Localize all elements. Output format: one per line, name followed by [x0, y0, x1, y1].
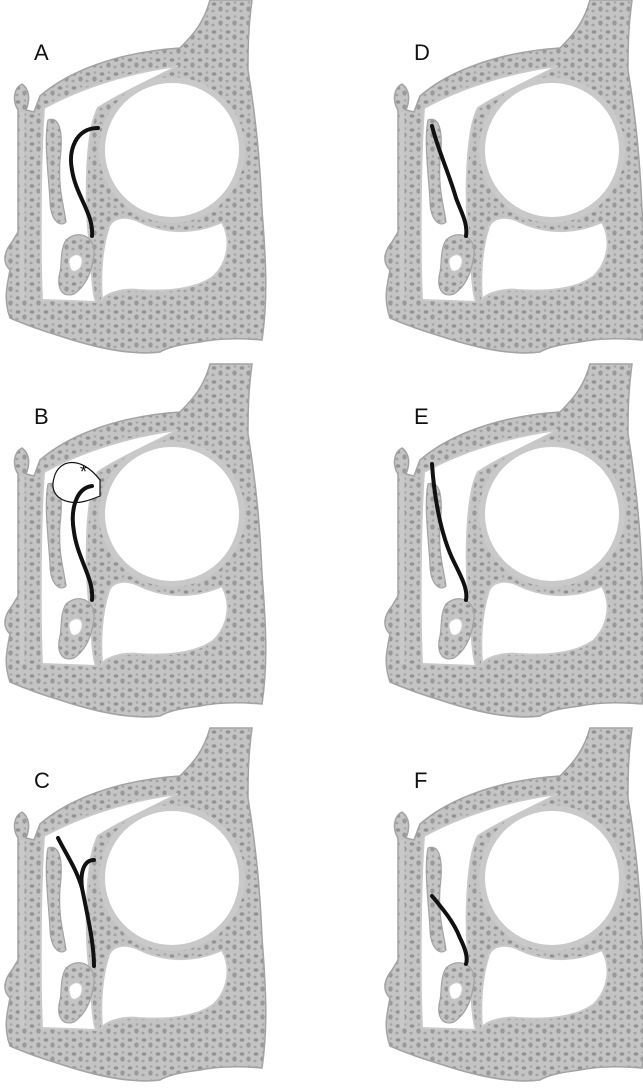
panel-f: F — [385, 728, 643, 1081]
panel-label: A — [34, 40, 49, 65]
panel-c: C — [5, 728, 266, 1081]
panel-label: E — [414, 404, 429, 429]
asterisk-marker: * — [80, 462, 87, 482]
panel-label: D — [414, 40, 430, 65]
panel-a: A — [5, 0, 266, 353]
panel-label: B — [34, 404, 49, 429]
panel-b: B* — [5, 364, 266, 717]
panel-d: D — [385, 0, 643, 353]
panel-label: C — [34, 768, 50, 793]
panel-e: E — [385, 364, 643, 717]
panel-label: F — [414, 768, 427, 793]
